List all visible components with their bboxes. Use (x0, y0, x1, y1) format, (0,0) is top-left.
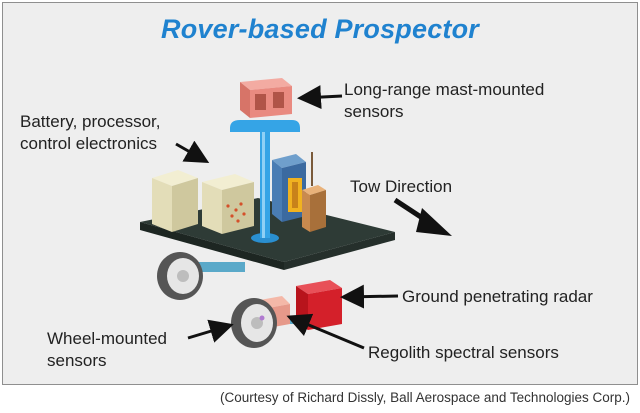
label-tow-direction: Tow Direction (350, 177, 453, 196)
rear-wheel (157, 252, 203, 300)
sensor-mast (230, 120, 300, 243)
front-wheel (231, 298, 277, 348)
tow-direction-arrow (393, 197, 452, 236)
arrow-wheel-sensors (187, 319, 234, 343)
label-electronics: Battery, processor, control electronics (20, 112, 161, 153)
label-mast-sensors: Long-range mast-mounted sensors (344, 80, 545, 121)
instrument-module (272, 154, 306, 222)
electronics-box-left (152, 170, 198, 232)
label-ground-radar: Ground penetrating radar (402, 287, 593, 306)
figure-title: Rover-based Prospector (161, 14, 479, 44)
label-regolith-sensors: Regolith spectral sensors (368, 343, 559, 362)
electronics-box-right (202, 174, 254, 234)
arrow-electronics (175, 140, 210, 163)
label-wheel-sensors: Wheel-mounted sensors (47, 329, 168, 370)
mast-sensor-head (240, 78, 292, 118)
arrow-mast-sensors (297, 85, 343, 110)
arrow-ground-radar (340, 284, 399, 309)
arrow-regolith-sensors (286, 313, 365, 350)
antenna-module (302, 185, 326, 232)
rear-axle (185, 262, 245, 272)
image-credit: (Courtesy of Richard Dissly, Ball Aerosp… (220, 390, 630, 405)
